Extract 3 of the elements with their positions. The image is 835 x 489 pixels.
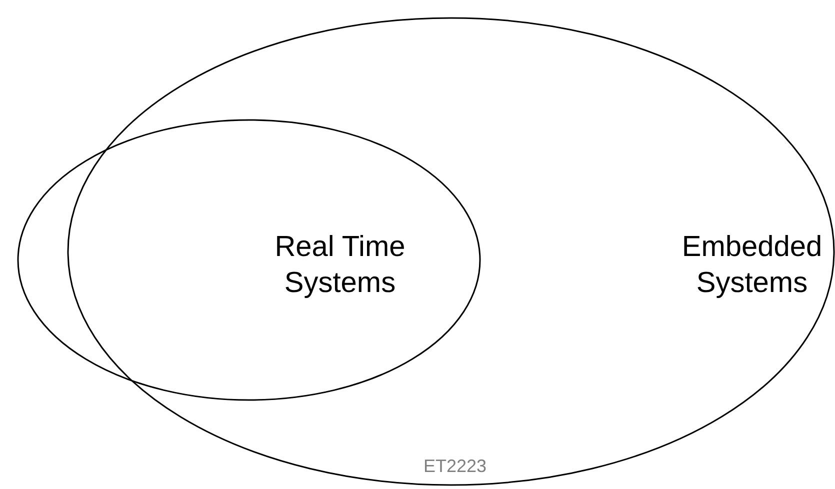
set-label: Real Time Systems <box>274 230 406 301</box>
set-label: Embedded Systems <box>680 230 824 301</box>
footer-code: ET2223 <box>423 456 487 477</box>
